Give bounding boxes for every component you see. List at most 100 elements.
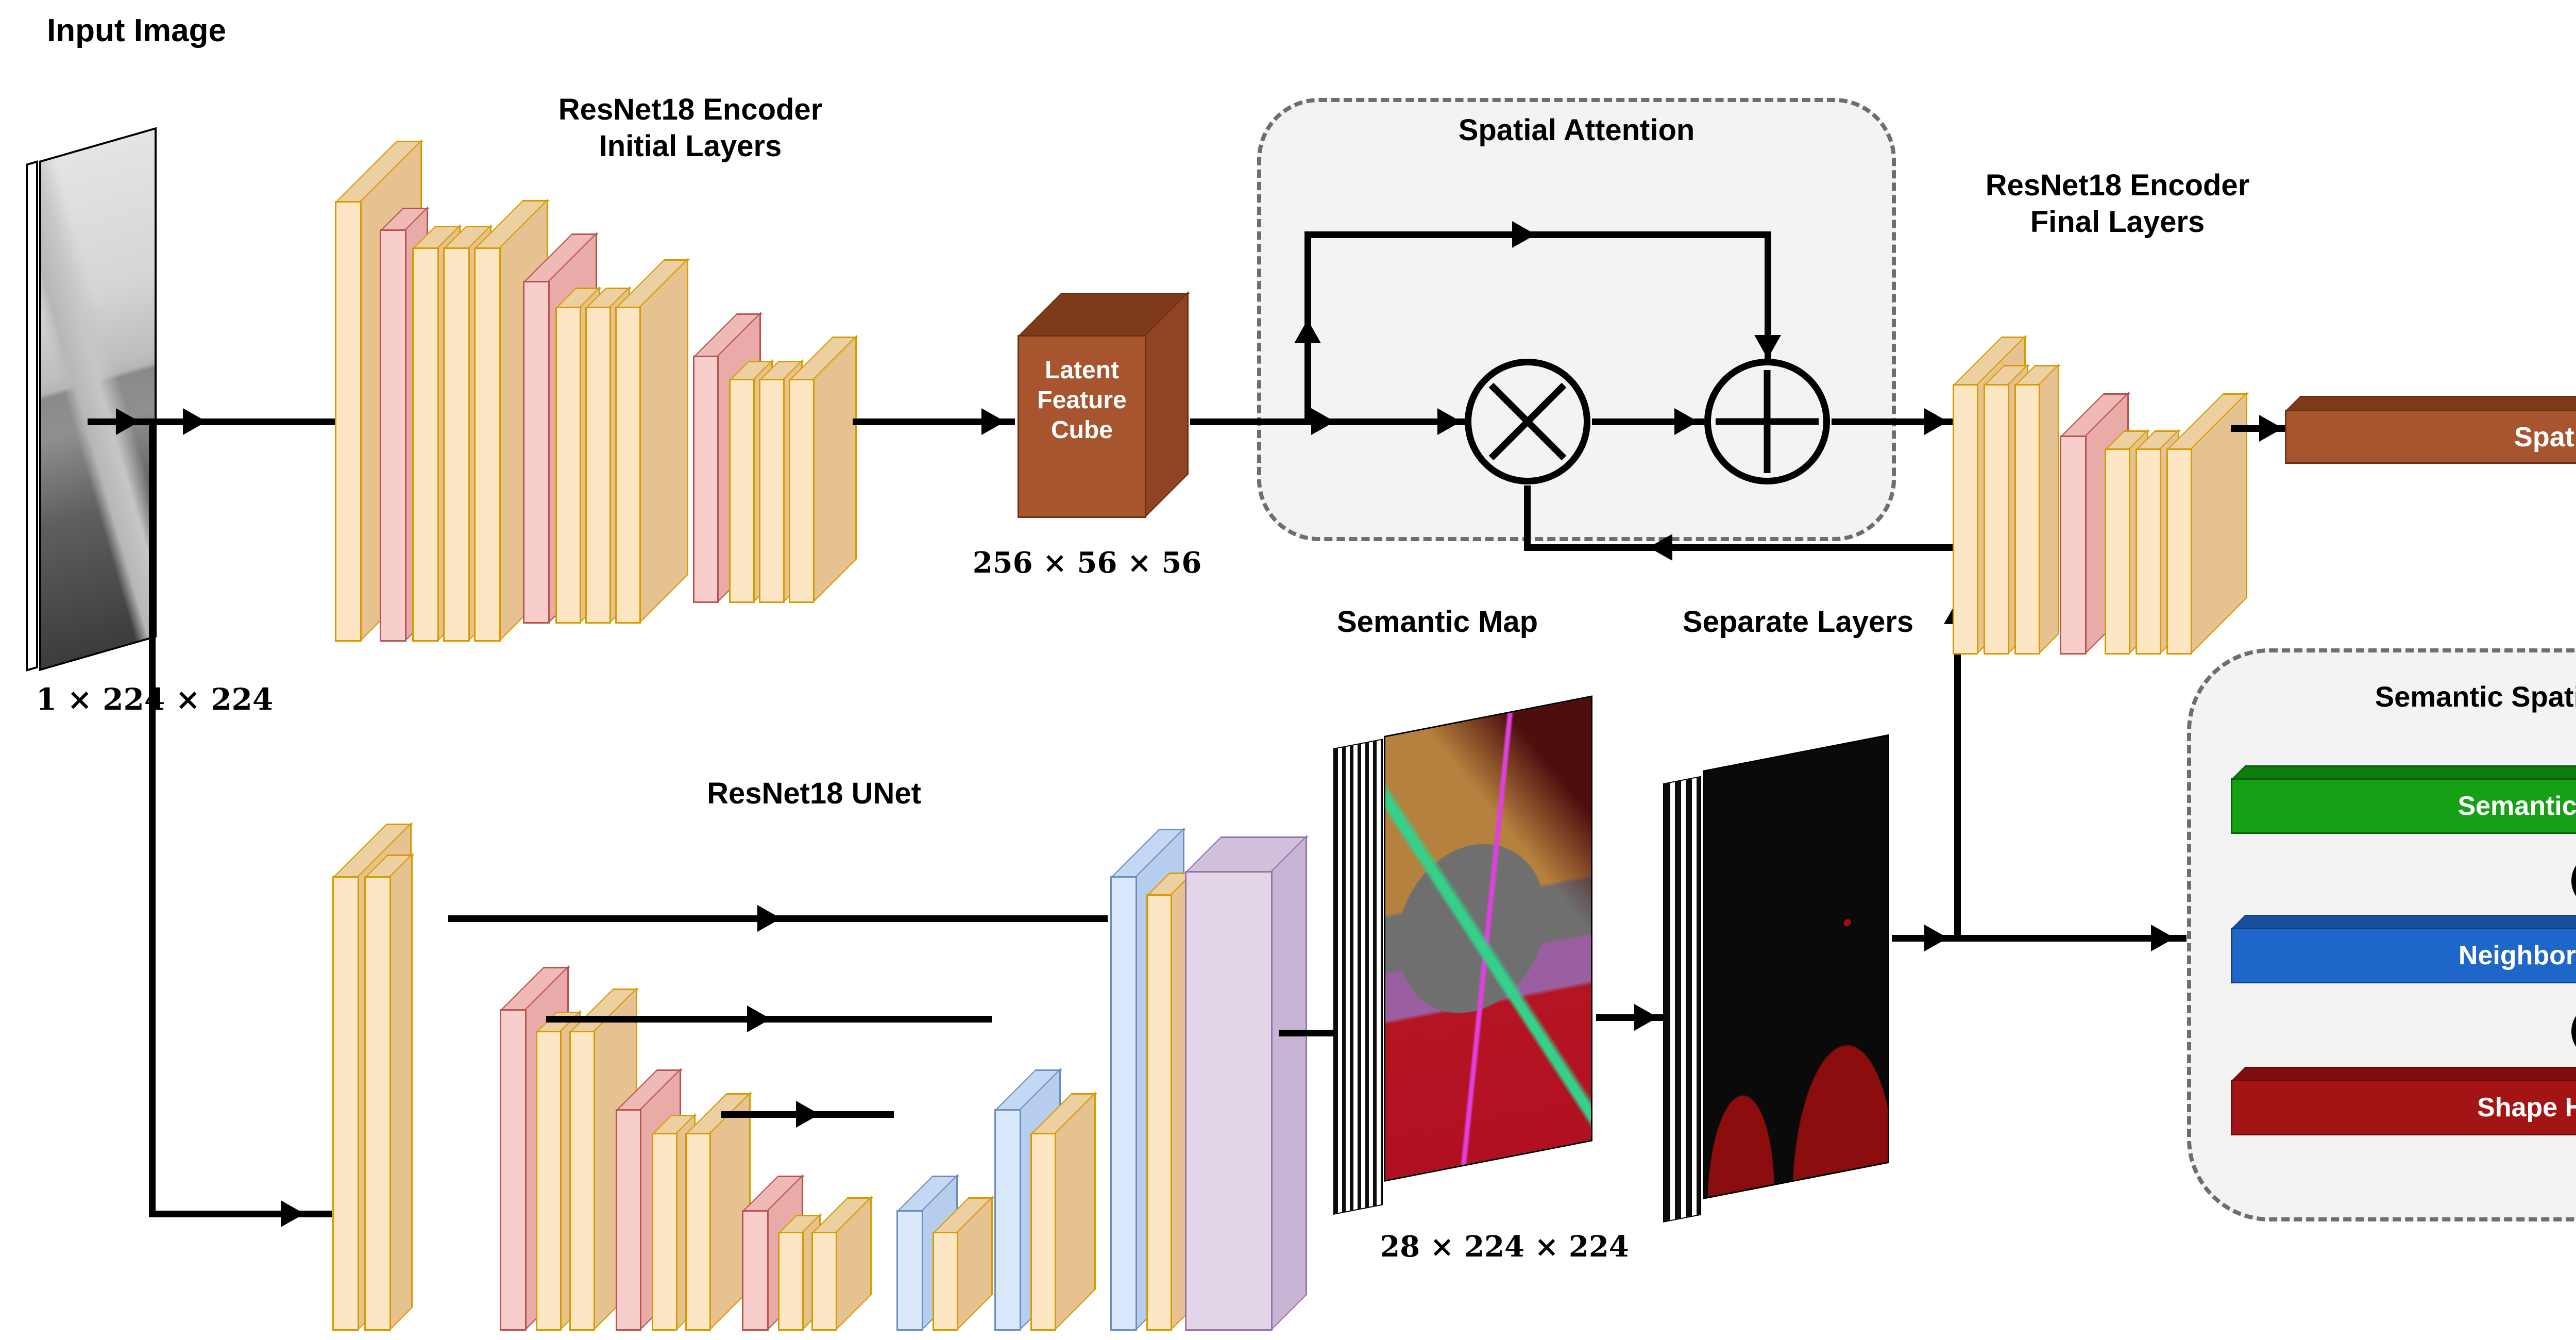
spatial-features-text: Spatial Features	[2514, 422, 2576, 453]
pool-plate	[616, 1109, 641, 1331]
conv-plate	[412, 247, 439, 642]
conv-plate	[1953, 384, 1978, 655]
spatial-attention-title: Spatial Attention	[1458, 113, 1695, 147]
attention-skip-line	[1304, 231, 1771, 238]
pool-plate	[2060, 435, 2087, 655]
arrowhead	[757, 905, 781, 932]
encoder-initial-line1: ResNet18 Encoder	[558, 93, 823, 126]
conv-plate	[364, 876, 391, 1331]
feedback-line	[1524, 485, 1531, 547]
conv-plate	[2014, 384, 2040, 655]
encoder-final-line2: Final Layers	[2030, 205, 2205, 239]
spatial-features-bar	[2285, 410, 2576, 464]
neighbor-hypervector-bar	[2231, 928, 2576, 983]
conv-plate	[2136, 448, 2161, 655]
conv-plate	[335, 201, 362, 642]
flow-line	[1892, 935, 2187, 942]
encoder-initial-line2: Initial Layers	[599, 129, 782, 163]
conv-plate	[585, 307, 611, 624]
latent-cube-line2: Feature	[1037, 387, 1127, 414]
conv-plate	[2166, 448, 2192, 655]
arrowhead	[183, 408, 207, 435]
feedback-line	[1524, 544, 1961, 551]
separate-layers-stack	[1663, 776, 1701, 1222]
spatial-features-label: Spatial Features(SF)	[2285, 410, 2576, 464]
pool-plate	[523, 281, 550, 624]
latent-feature-cube	[1018, 335, 1146, 518]
arrowhead	[1311, 408, 1335, 435]
upsample-plate	[896, 1210, 923, 1331]
neighbor-hypervector-label: Neighbor Hypervector	[2458, 941, 2576, 970]
latent-cube-label: Latent Feature Cube	[1018, 356, 1146, 445]
separate-layers-image	[1703, 734, 1889, 1199]
flow-line	[853, 418, 1015, 425]
input-image-edge	[26, 160, 38, 672]
arrowhead	[1634, 1004, 1658, 1031]
arrowhead	[2151, 925, 2175, 951]
arrowhead	[747, 1006, 771, 1032]
semantic-map-title: Semantic Map	[1337, 605, 1538, 639]
conv-plate	[685, 1133, 711, 1331]
attention-skip-line	[1765, 234, 1771, 359]
conv-plate	[555, 307, 581, 624]
input-image-photo	[39, 127, 157, 671]
pool-plate	[500, 1009, 527, 1331]
conv-plate	[759, 379, 785, 603]
semantic-map-image	[1384, 695, 1592, 1182]
unet-title: ResNet18 UNet	[707, 777, 921, 810]
arrowhead	[2259, 415, 2283, 442]
conv-plate	[729, 379, 755, 603]
pool-plate	[742, 1210, 769, 1331]
arrowhead	[1437, 408, 1461, 435]
pool-plate	[693, 356, 719, 603]
upsample-plate	[1110, 876, 1137, 1331]
arrowhead	[1649, 534, 1672, 561]
pool-plate	[380, 229, 406, 642]
input-image-title: Input Image	[47, 13, 226, 48]
arrowhead	[1294, 320, 1321, 343]
conv-plate	[1146, 894, 1172, 1331]
arrowhead	[281, 1200, 304, 1227]
arrowhead	[1674, 408, 1698, 435]
shape-hypervector-label: Shape Hypervector	[2477, 1093, 2576, 1123]
conv-plate	[811, 1232, 837, 1331]
softmax-plate	[1185, 871, 1273, 1331]
arrowhead	[981, 408, 1005, 435]
ssi-title: Semantic Spatial Information(SSI)	[2239, 679, 2576, 714]
shape-hypervector-bar	[2231, 1080, 2576, 1135]
arrowhead	[1924, 408, 1948, 435]
latent-cube-line3: Cube	[1051, 416, 1113, 444]
arrowhead	[1512, 221, 1536, 248]
arrowhead	[116, 408, 140, 435]
encoder-final-line1: ResNet18 Encoder	[1985, 169, 2250, 202]
semantic-hypervector-bar	[2231, 778, 2576, 834]
conv-plate	[615, 307, 641, 624]
arrowhead	[1924, 925, 1948, 951]
conv-plate	[443, 247, 470, 642]
arrowhead	[1754, 335, 1781, 359]
encoder-final-title: ResNet18 Encoder Final Layers	[1896, 167, 2339, 241]
conv-plate	[1984, 384, 2009, 655]
ssi-title-text: Semantic Spatial Information	[2375, 680, 2576, 713]
conv-plate	[652, 1133, 677, 1331]
conv-plate	[536, 1031, 562, 1331]
multiply-operator	[1465, 359, 1590, 484]
semantic-map-dims: 28 × 224 × 224	[1380, 1230, 1629, 1264]
latent-cube-dims: 256 × 56 × 56	[972, 546, 1202, 580]
conv-plate	[474, 247, 501, 642]
semantic-hypervector-label: Semantic Hypervector	[2458, 791, 2576, 821]
separate-layers-title: Separate Layers	[1682, 605, 1914, 639]
add-operator	[1704, 359, 1830, 484]
semantic-map-stack	[1333, 739, 1383, 1215]
flow-line	[1832, 418, 1953, 425]
arrowhead	[796, 1101, 820, 1128]
flow-line	[149, 422, 156, 1215]
encoder-initial-title: ResNet18 Encoder Initial Layers	[412, 92, 969, 165]
conv-plate	[778, 1232, 804, 1331]
upsample-plate	[994, 1109, 1021, 1331]
conv-plate	[1030, 1133, 1056, 1331]
conv-plate	[2105, 448, 2130, 655]
conv-plate	[569, 1031, 595, 1331]
conv-plate	[332, 876, 359, 1331]
